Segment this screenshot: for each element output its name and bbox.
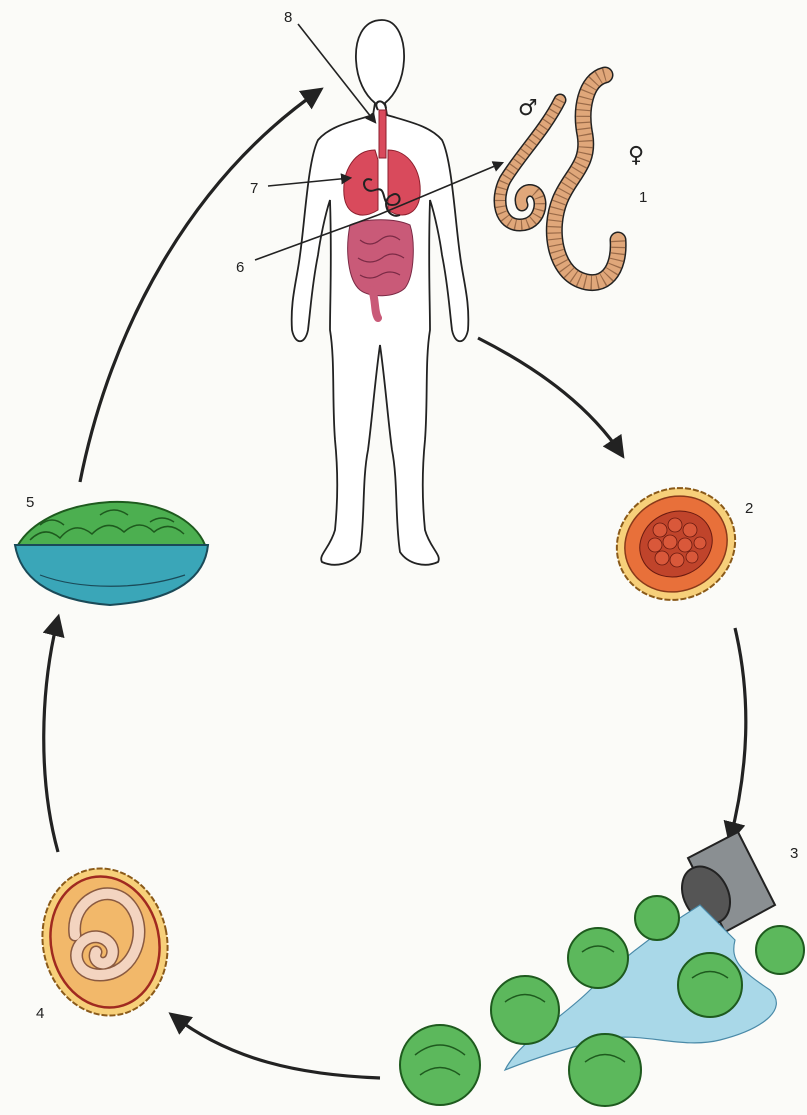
arrow-lettuce-to-larva [172, 1015, 380, 1078]
label-3: 3 [790, 845, 798, 862]
label-2: 2 [745, 500, 753, 517]
egg-icon [598, 469, 753, 619]
female-symbol: ♀ [628, 143, 644, 168]
arrow-larva-to-salad [44, 618, 58, 852]
human-body-icon [292, 20, 469, 565]
arrow-egg-to-lettuce [730, 628, 746, 840]
lettuce-icon [569, 1034, 641, 1106]
arrow-body-to-egg [478, 338, 622, 455]
label-4: 4 [36, 1005, 44, 1022]
lettuce-icon [568, 928, 628, 988]
label-7: 7 [250, 180, 258, 197]
label-5: 5 [26, 494, 34, 511]
label-8: 8 [284, 9, 292, 26]
male-symbol: ♂ [518, 96, 538, 121]
lettuce-icon [635, 896, 679, 940]
lettuce-icon [678, 953, 742, 1017]
larva-egg-icon [29, 857, 181, 1028]
label-1: 1 [639, 189, 647, 206]
salad-bowl-icon [15, 502, 208, 605]
label-6: 6 [236, 259, 244, 276]
lettuce-icon [756, 926, 804, 974]
lettuce-icon [400, 1025, 480, 1105]
lettuce-icon [491, 976, 559, 1044]
arrow-salad-to-body [80, 90, 320, 482]
